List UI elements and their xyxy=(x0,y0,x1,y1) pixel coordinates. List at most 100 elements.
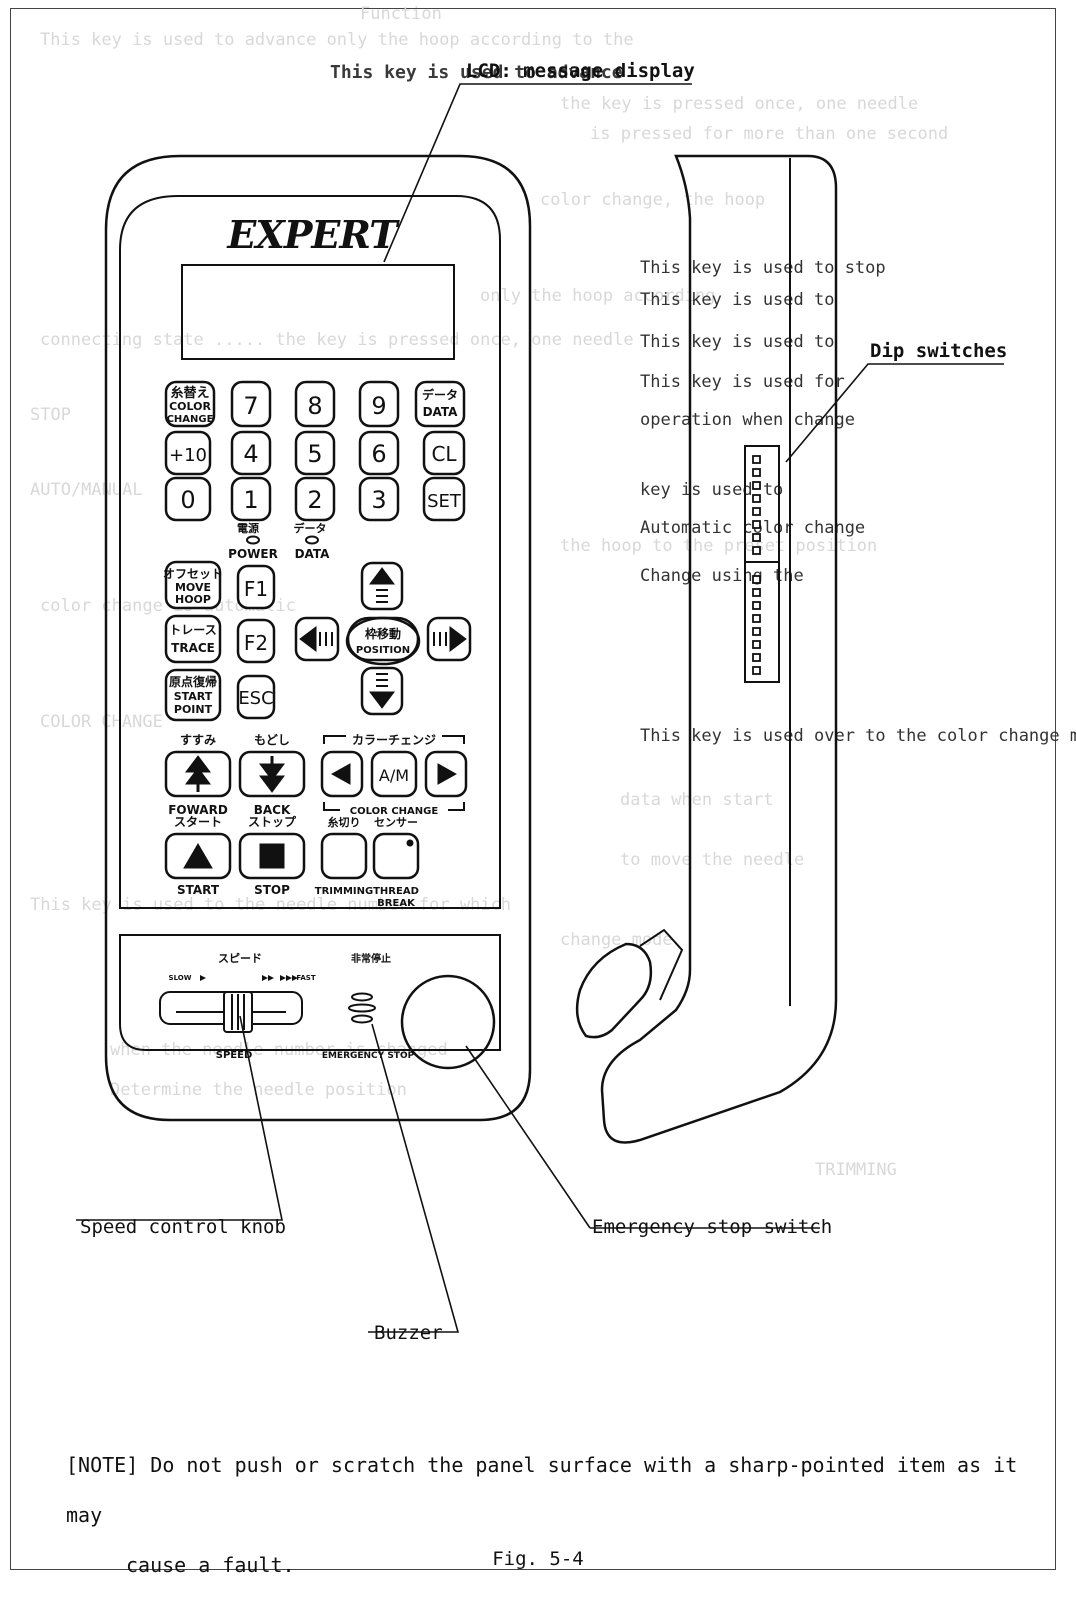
forward-label: FOWARD xyxy=(168,803,228,817)
position-jp: 枠移動 xyxy=(365,626,401,641)
key-1 xyxy=(230,476,272,522)
key-9 xyxy=(358,380,400,428)
speed-jp: スピード xyxy=(218,952,262,965)
ghost-text: COLOR CHANGE xyxy=(40,712,163,732)
key-7-label: 7 xyxy=(243,392,258,420)
ghost-text: connecting state ..... the key is presse… xyxy=(40,330,634,350)
controller-body xyxy=(104,154,532,1122)
power-jp: 電源 xyxy=(237,521,259,535)
trace-jp: トレース xyxy=(169,623,216,637)
arrow-left-icon xyxy=(299,626,317,652)
forward-jp: すすみ xyxy=(180,733,216,747)
start-point-l2: POINT xyxy=(174,703,213,716)
key-2 xyxy=(294,476,336,522)
arrow-right-icon xyxy=(449,626,467,652)
f2-label: F2 xyxy=(244,631,268,655)
stop-icon xyxy=(259,843,285,869)
stop-jp: ストップ xyxy=(248,814,297,829)
a-m-label: A/M xyxy=(379,766,409,785)
key-plus10 xyxy=(164,430,212,476)
sensor-dot-icon xyxy=(406,839,414,847)
key-6 xyxy=(358,430,400,476)
ghost-text: STOP xyxy=(30,405,71,425)
color-change-jp: 糸替え xyxy=(170,385,209,401)
ghost-text: Determine the needle position xyxy=(110,1080,407,1100)
overlay-text: Change using the xyxy=(640,566,804,586)
ghost-text: AUTO/MANUAL xyxy=(30,480,143,500)
color-change-l1: COLOR xyxy=(169,400,211,413)
trace-label: TRACE xyxy=(171,641,215,655)
buzzer-mid xyxy=(348,1003,376,1013)
key-color-change xyxy=(164,380,216,428)
speed-fast: FAST xyxy=(296,974,315,982)
key-2-label: 2 xyxy=(307,486,322,514)
overlay-text: This key is used to stop xyxy=(640,258,886,278)
ghost-text: the key is pressed once, one needle xyxy=(560,94,919,114)
stop-label: STOP xyxy=(254,883,290,897)
page-frame xyxy=(10,8,1056,1570)
key-left xyxy=(294,616,340,662)
ghost-text: This key is used to advance only the hoo… xyxy=(40,30,634,50)
color-change-l2: CHANGE xyxy=(167,414,214,425)
key-5-label: 5 xyxy=(307,440,322,468)
brand-logo: EXPERT xyxy=(226,212,400,257)
speed-slow: SLOW xyxy=(169,974,192,982)
overlay-text: This key is used to advance xyxy=(330,62,623,83)
leader-lcd xyxy=(383,83,692,263)
start-jp: スタート xyxy=(174,815,222,829)
ghost-text: TRIMMING xyxy=(815,1160,897,1180)
speed-arrows xyxy=(200,975,298,981)
data-key-label: DATA xyxy=(423,405,459,419)
key-3-label: 3 xyxy=(371,486,386,514)
key-cl-label: CL xyxy=(431,442,457,466)
ghost-text: This key is used to the needle number fo… xyxy=(30,895,512,915)
overlay-text: This key is used to xyxy=(640,290,835,310)
key-4 xyxy=(230,430,272,476)
leader-speed-knob xyxy=(76,1015,283,1221)
arrow-down-icon xyxy=(369,691,395,709)
key-4-label: 4 xyxy=(243,440,258,468)
key-a-m xyxy=(370,750,418,798)
arrow-up-icon xyxy=(369,567,395,585)
key-3 xyxy=(358,476,400,522)
ghost-text: data when start xyxy=(620,790,774,810)
key-5 xyxy=(294,430,336,476)
note-line-2: cause a fault. xyxy=(126,1553,295,1577)
ghost-text: Function xyxy=(360,4,442,24)
key-9-label: 9 xyxy=(371,392,386,420)
data-ind-jp: データ xyxy=(294,521,327,535)
power-label: POWER xyxy=(228,547,278,561)
data-led xyxy=(305,535,319,545)
leader-buzzer xyxy=(368,1023,460,1333)
note: [NOTE] Do not push or scratch the panel … xyxy=(66,1440,1026,1590)
data-ind-label: DATA xyxy=(295,547,331,561)
callout-speed-knob: Speed control knob xyxy=(80,1216,286,1238)
figure-caption: Fig. 5-4 xyxy=(492,1548,584,1570)
key-cl xyxy=(422,430,466,476)
thread-break-l1: THREAD xyxy=(373,886,419,897)
side-view xyxy=(575,154,838,1144)
move-jp: オフセット xyxy=(163,567,223,581)
sensor-jp: センサー xyxy=(374,816,418,829)
key-down xyxy=(360,666,404,716)
cc-right-icon xyxy=(437,763,458,785)
emergency-label: EMERGENCY STOP xyxy=(322,1051,415,1061)
key-f1 xyxy=(236,564,276,610)
thread-break-l2: BREAK xyxy=(377,898,416,909)
buzzer-bot xyxy=(351,1014,373,1024)
key-set-label: SET xyxy=(427,491,462,512)
key-thread-break xyxy=(372,832,420,880)
key-right xyxy=(426,616,472,662)
key-data xyxy=(414,380,466,428)
cc-bracket-jp: カラーチェンジ xyxy=(352,733,436,747)
ghost-text: to move the needle xyxy=(620,850,805,870)
emergency-stop-switch xyxy=(400,974,496,1070)
back-label: BACK xyxy=(254,803,291,817)
key-set xyxy=(422,476,466,522)
ghost-text: color change, the hoop xyxy=(540,190,766,210)
start-point-jp: 原点復帰 xyxy=(169,674,217,689)
cc-label: COLOR CHANGE xyxy=(350,806,439,817)
ghost-text: is pressed for more than one second xyxy=(590,124,949,144)
key-0 xyxy=(164,476,212,522)
